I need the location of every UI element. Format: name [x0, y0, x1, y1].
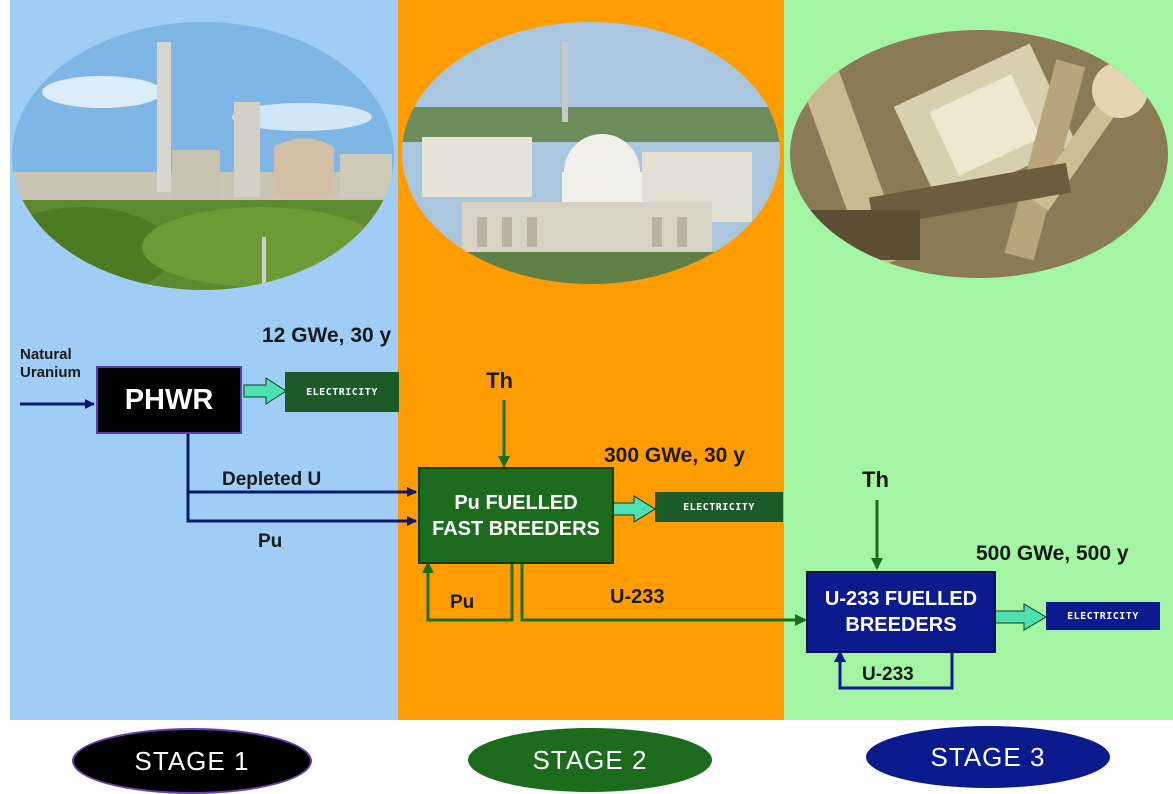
stage-1-label: STAGE 1 [134, 745, 250, 776]
thorium-label-stage3: Th [862, 467, 889, 492]
electricity-box-2: ELECTRICITY [655, 492, 783, 522]
electricity-arrow-1 [243, 377, 287, 405]
u233-breeders-box: U-233 FUELLED BREEDERS [806, 571, 996, 653]
electricity-arrow-2 [609, 495, 656, 523]
stage-3-oval: STAGE 3 [866, 726, 1110, 788]
pu-recycle-label: Pu [450, 592, 475, 613]
electricity-box-3: ELECTRICITY [1046, 602, 1160, 630]
fast-breeders-label-line1: Pu FUELLED [454, 491, 578, 514]
stage2-capacity: 300 GWe, 30 y [604, 444, 745, 467]
u233-flow-label: U-233 [610, 586, 665, 608]
stage-3-label: STAGE 3 [930, 741, 1046, 772]
electricity-arrow-3 [991, 603, 1047, 631]
stage-2-label: STAGE 2 [532, 744, 648, 775]
thorium-label-stage2: Th [486, 368, 513, 393]
u233-breeders-label-line2: BREEDERS [845, 614, 957, 636]
stage-2-oval: STAGE 2 [468, 728, 712, 792]
u233-arrow [520, 561, 807, 626]
pu-arrow [186, 492, 417, 526]
stage3-capacity: 500 GWe, 500 y [976, 542, 1129, 565]
phwr-label: PHWR [124, 383, 214, 416]
fast-breeders-label-line2: FAST BREEDERS [432, 517, 600, 540]
electricity-box-1: ELECTRICITY [285, 372, 399, 412]
pu-flow-label: Pu [258, 531, 283, 552]
electricity-label-2: ELECTRICITY [683, 501, 755, 513]
u233-recycle-arrow [834, 650, 954, 690]
stage-1-oval: STAGE 1 [72, 728, 312, 794]
u233-recycle-label: U-233 [862, 664, 914, 685]
pu-recycle-arrow [422, 561, 514, 622]
u233-breeders-label-line1: U-233 FUELLED [824, 588, 978, 610]
natural-uranium-label: Natural Uranium [20, 346, 81, 381]
electricity-label-3: ELECTRICITY [1067, 610, 1139, 622]
electricity-label-1: ELECTRICITY [306, 386, 378, 398]
reactor-core-photo [790, 30, 1168, 278]
phwr-box: PHWR [96, 366, 242, 434]
depleted-u-label: Depleted U [222, 469, 322, 490]
fast-breeders-box: Pu FUELLED FAST BREEDERS [418, 467, 614, 564]
stage1-capacity: 12 GWe, 30 y [262, 324, 392, 347]
